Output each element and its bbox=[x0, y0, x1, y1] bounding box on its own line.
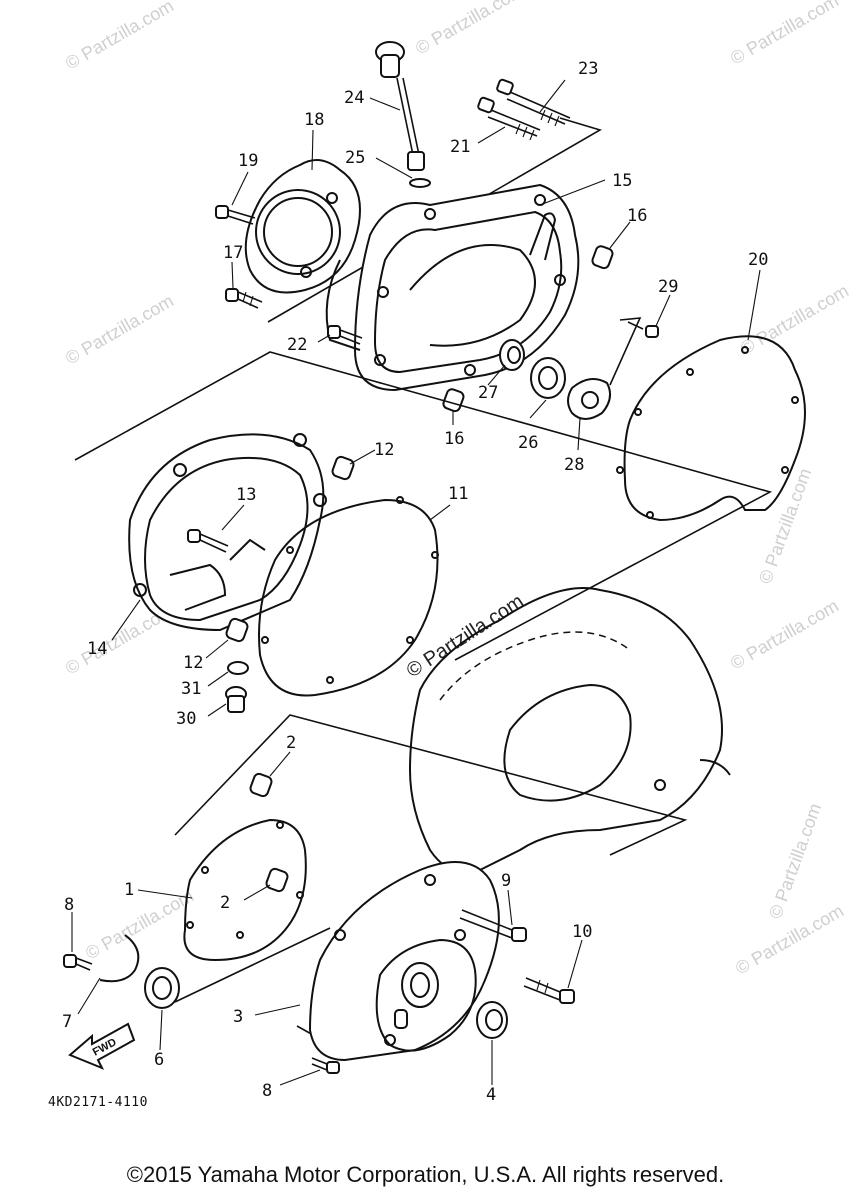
retaining-clip-part bbox=[99, 934, 140, 983]
forward-direction-arrow: FWD bbox=[68, 1022, 136, 1070]
plate-part bbox=[244, 159, 361, 294]
callout-10: 10 bbox=[572, 922, 592, 942]
watermark: © Partzilla.com bbox=[765, 801, 825, 922]
callout-14: 15 bbox=[612, 171, 632, 191]
crankcase-cover-part bbox=[325, 183, 580, 392]
callout-23: 23 bbox=[578, 59, 598, 79]
screw-part bbox=[225, 288, 263, 309]
watermark: © Partzilla.com bbox=[62, 0, 177, 73]
dowel-pin-part bbox=[442, 388, 465, 413]
upper-cover-group bbox=[215, 41, 806, 522]
guide-line bbox=[174, 714, 688, 856]
watermark: © Partzilla.com bbox=[727, 595, 842, 673]
callout-2: 2 bbox=[220, 893, 230, 913]
gasket-part bbox=[258, 496, 439, 697]
callout-2: 2 bbox=[286, 733, 296, 753]
dipstick-part bbox=[375, 41, 425, 171]
callout-17: 17 bbox=[223, 243, 243, 263]
callout-12: 12 bbox=[374, 440, 394, 460]
callout-4: 4 bbox=[486, 1085, 496, 1105]
bearing-retainer-part bbox=[567, 378, 612, 420]
crankcase-outline bbox=[408, 587, 731, 874]
oil-seal-part bbox=[499, 339, 525, 371]
callout-15: 14 bbox=[87, 639, 107, 659]
callout-30: 30 bbox=[176, 709, 196, 729]
gasket-part bbox=[183, 818, 307, 962]
callout-3: 3 bbox=[233, 1007, 243, 1027]
watermark: © Partzilla.com bbox=[412, 0, 527, 58]
bolt-part bbox=[477, 96, 541, 141]
watermark: © Partzilla.com bbox=[62, 290, 177, 368]
callout-11: 11 bbox=[448, 484, 468, 504]
callout-29: 29 bbox=[658, 277, 678, 297]
o-ring-part bbox=[409, 178, 431, 188]
bolt-part bbox=[459, 909, 527, 942]
bolt-part bbox=[187, 529, 229, 553]
callout-18: 18 bbox=[304, 110, 324, 130]
callout-22: 22 bbox=[287, 335, 307, 355]
leader-lines bbox=[71, 79, 761, 1086]
callout-20: 20 bbox=[748, 250, 768, 270]
bearing-part bbox=[530, 357, 566, 399]
gasket-part bbox=[616, 335, 806, 522]
callout-9: 9 bbox=[501, 871, 511, 891]
part-reference-code: 4KD2171-4110 bbox=[48, 1095, 148, 1110]
callout-12: 12 bbox=[183, 653, 203, 673]
oil-seal-part bbox=[476, 1001, 508, 1039]
screw-part bbox=[627, 321, 659, 338]
watermark: © Partzilla.com bbox=[737, 280, 851, 358]
callout-25: 25 bbox=[345, 148, 365, 168]
callout-16: 16 bbox=[627, 206, 647, 226]
dowel-pin-part bbox=[249, 772, 273, 798]
watermark: © Partzilla.com bbox=[727, 0, 842, 68]
screw-part bbox=[63, 954, 93, 971]
crankcase-cover-part bbox=[308, 861, 500, 1062]
callout-31: 31 bbox=[181, 679, 201, 699]
guide-line bbox=[174, 927, 331, 1003]
dowel-pin-part bbox=[591, 245, 614, 270]
callout-27: 27 bbox=[478, 383, 498, 403]
callout-6: 7 bbox=[62, 1012, 72, 1032]
bearing-part bbox=[144, 967, 180, 1009]
callout-21: 21 bbox=[450, 137, 470, 157]
bolt-part bbox=[327, 325, 363, 345]
callout-8: 8 bbox=[262, 1081, 272, 1101]
guide-line bbox=[609, 317, 642, 386]
callout-7: 8 bbox=[64, 895, 74, 915]
dowel-pin-part bbox=[331, 455, 355, 481]
callout-5: 6 bbox=[154, 1050, 164, 1070]
dowel-pin-part bbox=[225, 617, 249, 643]
drain-plug-part bbox=[225, 686, 247, 713]
watermark: © Partzilla.com bbox=[82, 885, 197, 963]
screw-part bbox=[215, 205, 256, 225]
callout-24: 24 bbox=[344, 88, 364, 108]
callout-28: 28 bbox=[564, 455, 584, 475]
guide-line bbox=[74, 351, 773, 661]
callout-13: 13 bbox=[236, 485, 256, 505]
washer-part bbox=[227, 661, 249, 675]
callout-26: 26 bbox=[518, 433, 538, 453]
callout-19: 19 bbox=[238, 151, 258, 171]
callout-labels: 23 24 21 18 25 19 15 16 17 20 29 22 27 2… bbox=[48, 59, 768, 1110]
bolt-part bbox=[523, 977, 575, 1004]
callout-1: 1 bbox=[124, 880, 134, 900]
watermark: © Partzilla.com bbox=[732, 900, 847, 978]
screw-part bbox=[311, 1057, 340, 1074]
crankcase-cover-part bbox=[128, 433, 327, 632]
copyright-notice: ©2015 Yamaha Motor Corporation, U.S.A. A… bbox=[126, 1162, 725, 1187]
middle-cover-group bbox=[74, 351, 773, 713]
exploded-parts-diagram: © Partzilla.com © Partzilla.com © Partzi… bbox=[48, 0, 851, 1110]
dowel-pin-part bbox=[265, 867, 289, 893]
bolt-part bbox=[496, 78, 571, 127]
callout-16: 16 bbox=[444, 429, 464, 449]
lower-cover-group bbox=[63, 714, 688, 1074]
watermark: © Partzilla.com bbox=[403, 590, 528, 682]
